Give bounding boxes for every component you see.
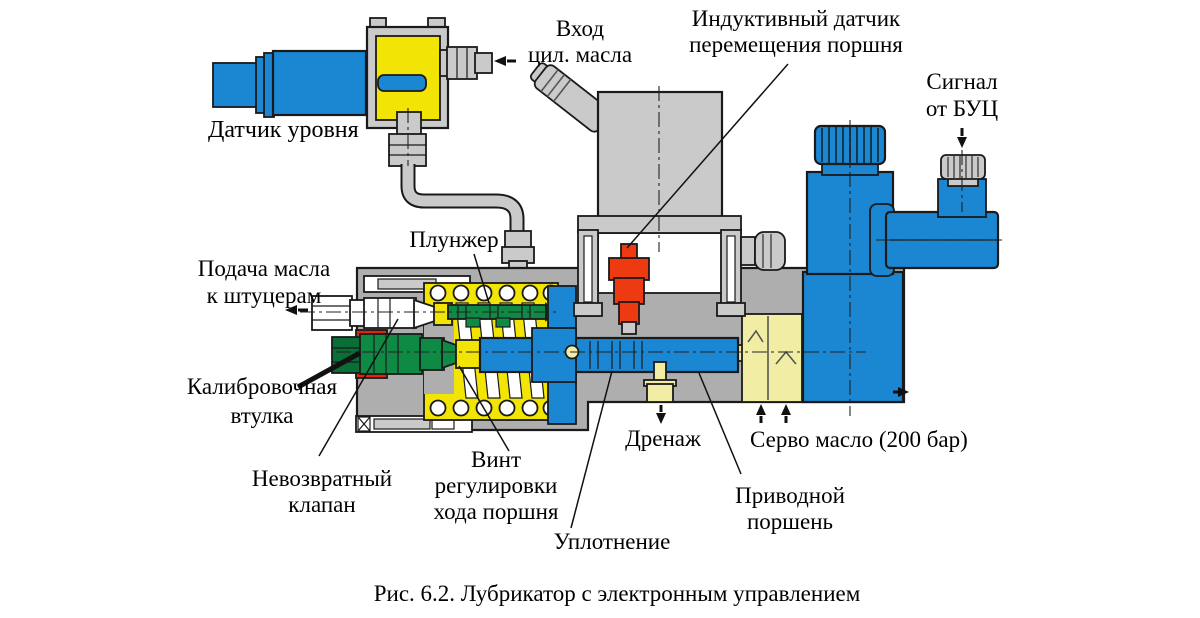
bracket-leg-slot bbox=[583, 235, 593, 303]
leader-drive-piston bbox=[698, 372, 742, 475]
sleeve-step bbox=[419, 337, 445, 371]
side-plug bbox=[754, 231, 786, 271]
labels: Вход цил. масла Индуктивный датчик перем… bbox=[187, 6, 999, 554]
leader-plunger bbox=[473, 253, 490, 304]
label-signal-1: Сигнал bbox=[926, 69, 997, 94]
housing-box bbox=[596, 90, 724, 226]
leader-lines bbox=[296, 63, 789, 529]
servo-port-block bbox=[741, 313, 803, 403]
leader-check-valve bbox=[318, 318, 399, 457]
sensor-lower bbox=[618, 301, 640, 325]
label-check-valve-1: Невозвратный bbox=[252, 466, 392, 491]
leader-inductive-sensor bbox=[626, 63, 789, 249]
body-right-arrow bbox=[898, 387, 909, 397]
level-sensor-body bbox=[271, 49, 368, 117]
label-level-sensor: Датчик уровня bbox=[208, 117, 359, 143]
oil-inlet-box bbox=[365, 17, 493, 167]
label-signal-2: от БУЦ bbox=[926, 96, 999, 121]
level-sensor-end-cap bbox=[212, 62, 259, 108]
figure-caption: Рис. 6.2. Лубрикатор с электронным управ… bbox=[374, 581, 861, 606]
label-drive-piston-1: Приводной bbox=[735, 483, 845, 508]
oil-supply-arrow bbox=[285, 305, 297, 315]
plunger-guide bbox=[465, 317, 481, 328]
inlet-hex-nut bbox=[446, 46, 478, 80]
label-screw-3: хода поршня bbox=[433, 499, 558, 524]
side-plug-neck bbox=[740, 236, 756, 266]
drain-port bbox=[643, 361, 677, 403]
centerlines bbox=[300, 86, 1004, 416]
label-servo-oil: Серво масло (200 бар) bbox=[750, 427, 968, 452]
signal-cap-ribs bbox=[947, 156, 979, 178]
label-oil-inlet-1: Вход bbox=[556, 16, 604, 41]
drain-arrow bbox=[656, 413, 666, 424]
solenoid-valve bbox=[801, 124, 1000, 404]
servo-arrow bbox=[756, 404, 766, 415]
bottom-port bbox=[396, 111, 422, 137]
label-drain: Дренаж bbox=[625, 426, 701, 451]
label-calibration-1: Калибровочная bbox=[187, 374, 338, 399]
plunger-guide bbox=[495, 317, 511, 328]
flow-arrows bbox=[285, 56, 967, 424]
bracket-foot bbox=[716, 302, 746, 317]
piston-rod bbox=[478, 336, 740, 374]
signal-cap bbox=[940, 154, 986, 180]
servo-ports bbox=[741, 313, 803, 403]
sensor-body bbox=[613, 277, 645, 305]
label-oil-supply-2: к штуцерам bbox=[207, 283, 322, 308]
leader-calibration-sleeve bbox=[296, 350, 362, 390]
label-screw-1: Винт bbox=[471, 447, 521, 472]
valve-lower-block bbox=[801, 270, 905, 404]
inductive-piston-sensor bbox=[608, 243, 650, 335]
label-oil-inlet-2: цил. масла bbox=[528, 42, 632, 67]
bracket-foot bbox=[573, 302, 603, 317]
piston-grooves bbox=[589, 341, 643, 369]
label-calibration-2: втулка bbox=[230, 403, 293, 428]
probe-in-chamber bbox=[377, 74, 427, 92]
supply-hex-nut bbox=[311, 295, 353, 331]
drain-base bbox=[646, 383, 674, 403]
label-oil-supply-1: Подача масла bbox=[198, 256, 330, 281]
plunger-axis bbox=[311, 295, 559, 331]
bracket-leg-slot bbox=[726, 235, 736, 303]
label-plunger: Плунжер bbox=[409, 227, 498, 252]
screw-yellow-seat bbox=[455, 339, 483, 369]
label-inductive-1: Индуктивный датчик bbox=[692, 6, 901, 31]
connecting-tube bbox=[400, 164, 535, 276]
label-screw-2: регулировки bbox=[435, 473, 558, 498]
servo-arrow bbox=[781, 404, 791, 415]
leader-seal bbox=[570, 370, 613, 529]
sensor-housing bbox=[529, 62, 786, 317]
label-drive-piston-2: поршень bbox=[747, 509, 833, 534]
tube bbox=[402, 164, 523, 233]
sensor-hex bbox=[608, 257, 650, 281]
signal-arrow bbox=[957, 137, 967, 148]
leader-adjusting-screw bbox=[458, 365, 510, 452]
label-check-valve-2: клапан bbox=[288, 492, 355, 517]
label-inductive-2: перемещения поршня bbox=[689, 32, 903, 57]
sensor-tip bbox=[621, 321, 637, 335]
oil-inlet-arrow bbox=[494, 56, 506, 66]
servo-chevron bbox=[747, 329, 764, 343]
label-seal: Уплотнение bbox=[554, 529, 671, 554]
inlet-cap bbox=[474, 52, 493, 74]
lower-slot-pin bbox=[373, 418, 431, 430]
